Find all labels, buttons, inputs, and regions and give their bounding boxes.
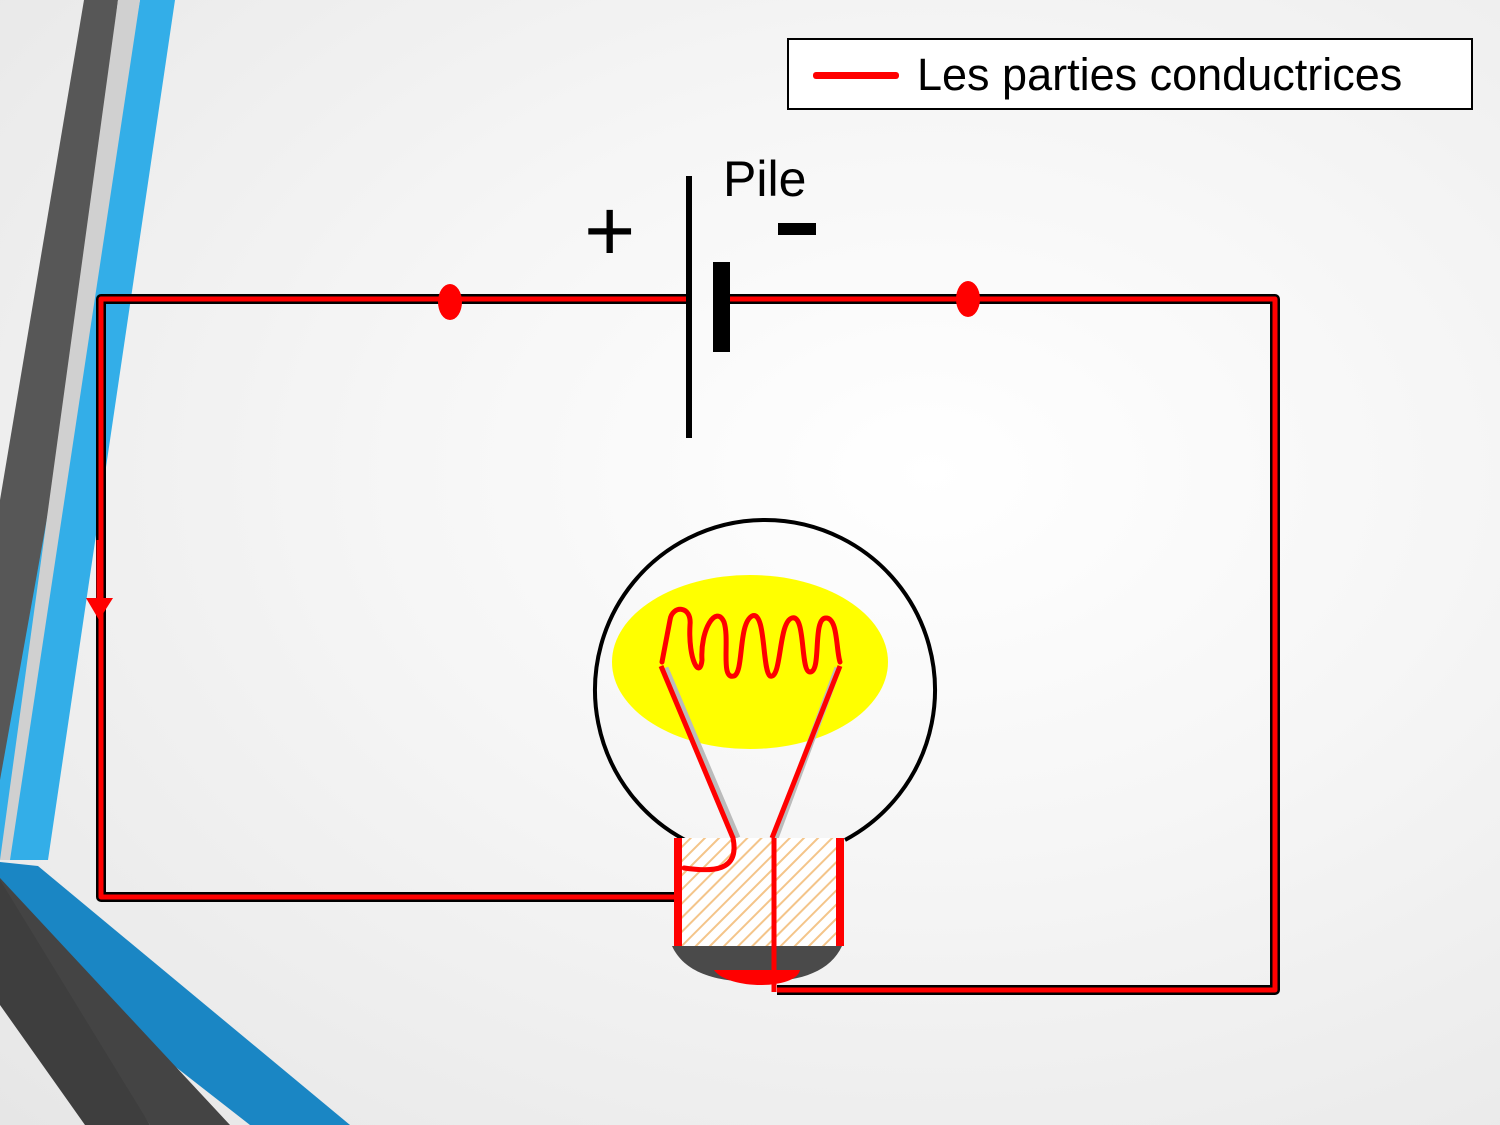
- decorative-stripes: [0, 0, 350, 1125]
- battery-label: Pile: [723, 151, 807, 207]
- bulb-glass: [593, 518, 937, 842]
- bulb-filament: [659, 606, 843, 679]
- battery-symbol-icon: [686, 176, 730, 438]
- stripe-blue-upper: [0, 0, 175, 860]
- stripe-blue-lower: [0, 862, 350, 1125]
- bulb-support-left-shadow: [661, 666, 741, 840]
- positive-terminal-sign: +: [584, 181, 636, 280]
- battery-short-plate: [713, 262, 730, 352]
- current-arrow-icon: [86, 540, 113, 620]
- bulb-socket: [676, 838, 840, 946]
- stripe-light-upper: [0, 0, 140, 860]
- junction-dot-left: [438, 284, 462, 320]
- legend-label: Les parties conductrices: [917, 49, 1403, 100]
- wire-right-conductor: [722, 296, 1278, 993]
- light-bulb-icon: [593, 518, 937, 992]
- bulb-base: [672, 946, 842, 982]
- bulb-glow: [612, 575, 888, 749]
- junction-dot-right: [956, 281, 980, 317]
- negative-terminal-sign: [778, 223, 816, 235]
- bulb-tip-contact: [714, 970, 800, 985]
- battery-long-plate: [686, 176, 692, 438]
- socket-left-lead: [681, 835, 737, 873]
- stripe-dark-lower-wide: [0, 880, 150, 1125]
- legend-box: Les parties conductrices: [787, 38, 1473, 110]
- wire-left-conductor: [98, 296, 688, 900]
- legend-swatch: [813, 72, 899, 79]
- bulb-support-right: [769, 665, 843, 839]
- bulb-support-left: [658, 665, 736, 839]
